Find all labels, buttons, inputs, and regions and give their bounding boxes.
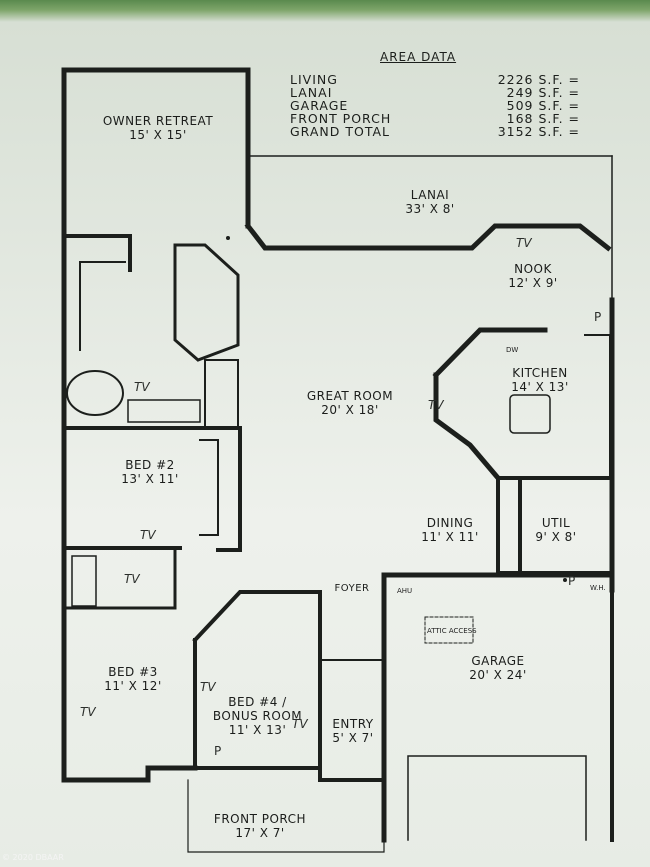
outlet-marker: P — [214, 744, 222, 758]
room-bed4: BED #4 / BONUS ROOM 11' X 13' — [200, 695, 315, 737]
room-bed3: BED #3 11' X 12' — [88, 665, 178, 693]
room-name: NOOK — [514, 262, 552, 276]
area-value: 168 S.F. = — [506, 111, 580, 126]
tv-marker: TV — [134, 380, 150, 394]
area-value: 249 S.F. = — [506, 85, 580, 100]
door-swing-marker — [226, 236, 230, 240]
room-name: OWNER RETREAT — [102, 114, 214, 128]
wall-bed2-right — [216, 426, 242, 552]
area-label: GARAGE — [290, 98, 349, 113]
room-name: FRONT PORCH — [213, 812, 307, 826]
area-row: LIVING 2226 S.F. = — [290, 72, 580, 87]
wall-owner-retreat — [61, 67, 251, 229]
room-dim: 9' X 8' — [535, 530, 577, 544]
bed2-closet — [199, 439, 219, 536]
area-row: GRAND TOTAL 3152 S.F. = — [290, 124, 580, 139]
room-dim: 33' X 8' — [405, 202, 455, 216]
room-kitchen: KITCHEN 14' X 13' — [490, 366, 590, 394]
kitchen-island-outer — [432, 327, 548, 482]
room-dim: 20' X 24' — [469, 668, 527, 682]
tv-marker: TV — [140, 528, 156, 542]
tv-marker: TV — [516, 236, 532, 250]
vanity — [127, 399, 201, 423]
room-dim: 11' X 12' — [104, 679, 162, 693]
room-dining: DINING 11' X 11' — [410, 516, 490, 544]
tv-marker: TV — [80, 705, 96, 719]
wall-bed3-bottom — [61, 765, 198, 783]
room-dim: 11' X 13' — [228, 723, 287, 737]
area-row: GARAGE 509 S.F. = — [290, 98, 580, 113]
room-dim: 13' X 11' — [121, 472, 179, 486]
wall-util — [496, 476, 614, 574]
wall-kitchen-right — [584, 334, 611, 479]
room-name: BED #2 — [125, 458, 175, 472]
tv-marker: TV — [124, 572, 140, 586]
outlet-marker: P — [594, 310, 602, 324]
room-dim: 20' X 18' — [321, 403, 379, 417]
room-dim: 14' X 13' — [511, 380, 569, 394]
room-name: GREAT ROOM — [306, 389, 394, 403]
front-porch-outline — [187, 779, 385, 853]
room-dim: 17' X 7' — [235, 826, 285, 840]
room-name: BED #3 — [108, 665, 158, 679]
wall-lanai-rear — [244, 222, 612, 252]
tub — [66, 370, 124, 416]
room-dim: 12' X 9' — [508, 276, 558, 290]
area-label: FRONT PORCH — [290, 111, 392, 126]
area-row: LANAI 249 S.F. = — [290, 85, 580, 100]
room-dim: 15' X 15' — [129, 128, 187, 142]
room-lanai: LANAI 33' X 8' — [380, 188, 480, 216]
tub3 — [71, 555, 97, 607]
room-great-room: GREAT ROOM 20' X 18' — [290, 389, 410, 417]
wall-bath3 — [62, 548, 177, 610]
wall-bed4-top — [192, 590, 322, 643]
area-value: 2226 S.F. = — [497, 72, 580, 87]
copyright: © 2020 DBAAR — [2, 853, 64, 862]
room-name: LANAI — [410, 188, 450, 202]
area-value: 509 S.F. = — [506, 98, 580, 113]
tv-marker: TV — [200, 680, 216, 694]
tv-marker: TV — [292, 717, 308, 731]
room-name: ENTRY — [332, 717, 374, 731]
room-garage: GARAGE 20' X 24' — [448, 654, 548, 682]
room-name: DINING — [426, 516, 474, 530]
tv-marker: TV — [428, 398, 444, 412]
water-heater-label: W.H. — [590, 584, 606, 592]
wall-closet — [173, 243, 240, 362]
room-front-porch: FRONT PORCH 17' X 7' — [200, 812, 320, 840]
room-name: GARAGE — [471, 654, 525, 668]
area-label: LIVING — [290, 72, 338, 87]
attic-access-label: ATTIC ACCESS — [427, 627, 477, 635]
room-bed2: BED #2 13' X 11' — [100, 458, 200, 486]
room-name: BED #4 / — [228, 695, 287, 709]
area-row: FRONT PORCH 168 S.F. = — [290, 111, 580, 126]
garage-door — [407, 755, 587, 841]
wall-master-bath-top — [62, 234, 132, 272]
room-name: KITCHEN — [512, 366, 568, 380]
area-label: GRAND TOTAL — [290, 124, 391, 139]
area-label: LANAI — [290, 85, 333, 100]
wall-bed4-bottom — [193, 766, 386, 782]
dishwasher-label: DW — [506, 346, 519, 354]
room-nook: NOOK 12' X 9' — [488, 262, 578, 290]
room-dim: 11' X 11' — [421, 530, 479, 544]
ahu-label: AHU — [397, 587, 413, 595]
area-data-title: AREA DATA — [380, 50, 457, 64]
door-swing-marker-2 — [563, 578, 567, 582]
area-value: 3152 S.F. = — [497, 124, 580, 139]
wall-bath-inner — [79, 261, 126, 351]
room-owner-retreat: OWNER RETREAT 15' X 15' — [88, 114, 228, 142]
kitchen-island — [509, 394, 551, 434]
room-util: UTIL 9' X 8' — [524, 516, 588, 544]
room-name: FOYER — [334, 583, 370, 594]
room-foyer: FOYER — [322, 582, 382, 596]
room-name: UTIL — [541, 516, 571, 530]
room-entry: ENTRY 5' X 7' — [324, 717, 382, 745]
outlet-marker: P — [568, 574, 576, 588]
room-name-line2: BONUS ROOM — [212, 709, 303, 723]
room-dim: 5' X 7' — [332, 731, 374, 745]
attic-access — [424, 616, 474, 644]
wall-shower — [204, 359, 239, 429]
